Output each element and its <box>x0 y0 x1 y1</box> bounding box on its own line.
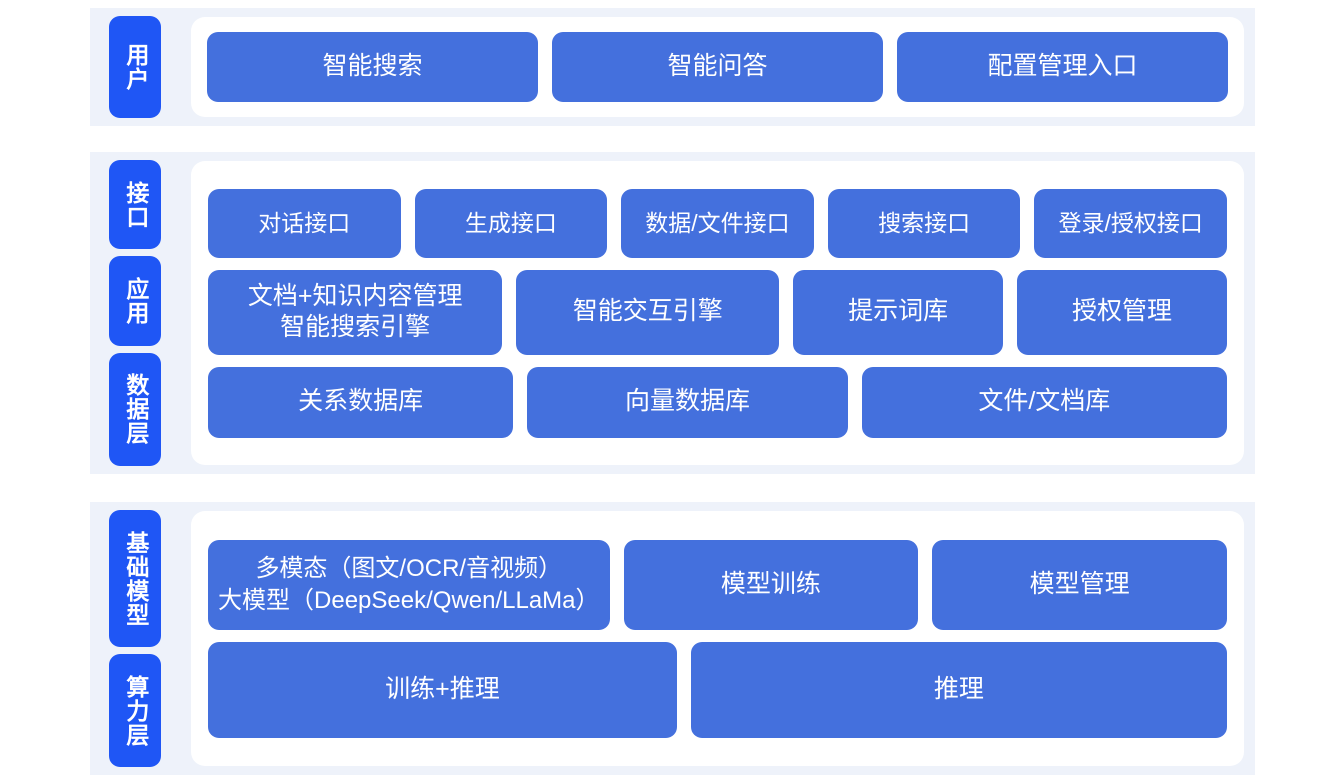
box-login-auth-interface[interactable]: 登录/授权接口 <box>1034 188 1227 258</box>
box-config-management-entry[interactable]: 配置管理入口 <box>897 32 1228 102</box>
row-compute: 训练+推理 推理 <box>208 641 1227 738</box>
box-training-and-inference[interactable]: 训练+推理 <box>208 641 677 738</box>
layer-pill-foundation-model[interactable]: 基础模型 <box>109 510 161 647</box>
row-model: 多模态（图文/OCR/音视频） 大模型（DeepSeek/Qwen/LLaMa）… <box>208 539 1227 630</box>
row-data: 关系数据库 向量数据库 文件/文档库 <box>208 366 1228 438</box>
panel-user: 智能搜索 智能问答 配置管理入口 <box>191 17 1244 117</box>
section-middle: 接口 应用 数据层 对话接口 生成接口 数据/文件接口 搜索接口 登录/授权接口… <box>90 152 1255 474</box>
box-smart-search[interactable]: 智能搜索 <box>207 32 538 102</box>
section-user: 用户 智能搜索 智能问答 配置管理入口 <box>90 8 1255 126</box>
panel-middle: 对话接口 生成接口 数据/文件接口 搜索接口 登录/授权接口 文档+知识内容管理… <box>191 161 1244 465</box>
layer-pill-interface[interactable]: 接口 <box>109 160 161 250</box>
box-search-interface[interactable]: 搜索接口 <box>827 188 1021 258</box>
layer-rail-base: 基础模型 算力层 <box>90 502 180 775</box>
layer-rail-middle: 接口 应用 数据层 <box>90 152 180 474</box>
box-smart-interaction-engine[interactable]: 智能交互引擎 <box>516 269 780 355</box>
box-data-file-interface[interactable]: 数据/文件接口 <box>621 188 814 258</box>
panel-base: 多模态（图文/OCR/音视频） 大模型（DeepSeek/Qwen/LLaMa）… <box>191 511 1244 766</box>
row-user-entries: 智能搜索 智能问答 配置管理入口 <box>207 32 1228 102</box>
box-model-training[interactable]: 模型训练 <box>623 539 919 630</box>
layer-pill-data[interactable]: 数据层 <box>109 352 161 466</box>
layer-pill-compute[interactable]: 算力层 <box>109 654 161 767</box>
box-authorization-management[interactable]: 授权管理 <box>1017 269 1227 355</box>
box-multimodal-large-model[interactable]: 多模态（图文/OCR/音视频） 大模型（DeepSeek/Qwen/LLaMa） <box>208 539 610 630</box>
box-relational-database[interactable]: 关系数据库 <box>208 366 514 438</box>
box-dialog-interface[interactable]: 对话接口 <box>208 188 401 258</box>
box-smart-qa[interactable]: 智能问答 <box>552 32 883 102</box>
row-interface: 对话接口 生成接口 数据/文件接口 搜索接口 登录/授权接口 <box>208 188 1227 258</box>
box-model-management[interactable]: 模型管理 <box>932 539 1227 630</box>
box-vector-database[interactable]: 向量数据库 <box>527 366 848 438</box>
box-doc-knowledge-management[interactable]: 文档+知识内容管理 智能搜索引擎 <box>208 269 503 355</box>
layer-rail-user: 用户 <box>90 8 180 126</box>
section-base: 基础模型 算力层 多模态（图文/OCR/音视频） 大模型（DeepSeek/Qw… <box>90 502 1255 775</box>
layer-pill-application[interactable]: 应用 <box>109 256 161 346</box>
box-prompt-library[interactable]: 提示词库 <box>793 269 1004 355</box>
box-file-document-store[interactable]: 文件/文档库 <box>861 366 1228 438</box>
box-generation-interface[interactable]: 生成接口 <box>414 188 608 258</box>
row-application: 文档+知识内容管理 智能搜索引擎 智能交互引擎 提示词库 授权管理 <box>208 269 1227 355</box>
box-inference[interactable]: 推理 <box>690 641 1227 738</box>
layer-pill-user[interactable]: 用户 <box>109 16 161 118</box>
